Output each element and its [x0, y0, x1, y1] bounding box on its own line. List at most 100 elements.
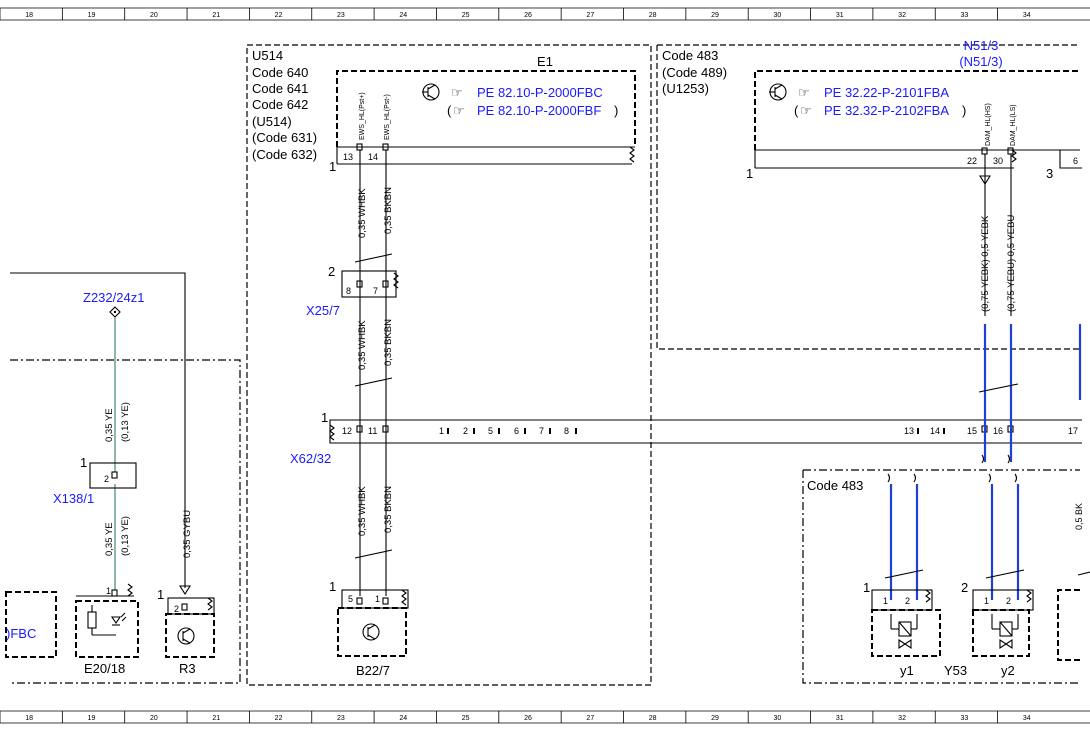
ruler-cell-label: 18: [25, 715, 33, 722]
x25-label[interactable]: X25/7: [306, 303, 340, 318]
code483-code-list: Code 483 (Code 489) (U1253): [662, 48, 727, 96]
n51-title[interactable]: N51/3: [964, 38, 999, 53]
u514-region-box: [246, 44, 652, 686]
n51-title-alt[interactable]: (N51/3): [959, 54, 1002, 69]
b22-pin: 1: [375, 594, 380, 604]
x62-32-connector[interactable]: 1 X62/32 12 11 1 2 5 6 7 8 13 14 15 16 1…: [290, 410, 1082, 466]
wire-color-label: 0,35 YE: [104, 522, 115, 556]
b22-connector-number: 1: [329, 579, 336, 594]
code483-code: (Code 489): [662, 65, 727, 80]
ruler-cell-label: 20: [150, 12, 158, 19]
wire-color-label: 0,35 BKBN: [383, 486, 394, 533]
x62-pin: 14: [930, 426, 940, 436]
hand-pointer-icon: ☞: [451, 85, 463, 100]
paren: ): [962, 103, 966, 118]
ruler-cell-label: 21: [212, 715, 220, 722]
e1-reference-link[interactable]: PE 82.10-P-2000FBF: [477, 103, 601, 118]
b22-pin: 5: [348, 594, 353, 604]
u514-code-list: U514 Code 640 Code 641 Code 642 (U514) (…: [252, 48, 317, 162]
diode-icon: [110, 612, 127, 626]
u514-code: (Code 632): [252, 147, 317, 162]
x138-1-connector[interactable]: 2 1 X138/1: [53, 455, 137, 506]
y53-pin: 1: [984, 596, 989, 606]
hand-pointer-icon: ☞: [453, 103, 465, 118]
code483-region-box: [656, 44, 1080, 350]
code483-code: (U1253): [662, 81, 709, 96]
r3-label: R3: [179, 661, 196, 676]
x25-7-connector[interactable]: 2 8 7 X25/7: [306, 264, 399, 318]
ruler-cell-label: 32: [898, 12, 906, 19]
n51-reference-link[interactable]: PE 32.32-P-2102FBA: [824, 103, 949, 118]
x138-pin: 2: [104, 474, 109, 484]
u514-code: (U514): [252, 114, 292, 129]
paren: (: [794, 103, 799, 118]
x62-connector-number: 1: [321, 410, 328, 425]
e1-pin: 13: [343, 152, 353, 162]
ruler-cell-label: 22: [275, 715, 283, 722]
x62-pin: 5: [488, 426, 493, 436]
b22-7-sensor[interactable]: 1 5 1 B22/7: [329, 579, 409, 678]
x25-pin: 7: [373, 286, 378, 296]
x62-pin: 13: [904, 426, 914, 436]
r3-component[interactable]: 2 1 R3: [157, 587, 215, 676]
x62-pin: 8: [564, 426, 569, 436]
solenoid-valve-icon: [890, 614, 918, 650]
paren: ): [614, 103, 618, 118]
y53-valve-y2[interactable]: 2 1 2 y2: [961, 473, 1034, 678]
x138-connector-number: 1: [80, 455, 87, 470]
wire-color-label: (0,13 YE): [120, 402, 131, 442]
ruler-cell-label: 33: [961, 12, 969, 19]
x25-connector-number: 2: [328, 264, 335, 279]
y53-y2-label: y2: [1001, 663, 1015, 678]
e20-18-component[interactable]: 1 E20/18: [75, 583, 139, 676]
paren: (: [447, 103, 452, 118]
ruler-cell-label: 30: [773, 715, 781, 722]
ruler-cell-label: 23: [337, 12, 345, 19]
e1-title: E1: [537, 54, 553, 69]
x62-pin: 1: [439, 426, 444, 436]
ruler-cell-label: 21: [212, 12, 220, 19]
n51-signal-label: DAM_HL(HS): [985, 103, 992, 146]
x138-label[interactable]: X138/1: [53, 491, 94, 506]
ruler-cell-label: 33: [961, 715, 969, 722]
e1-signal-label: EWS_HL(Pst+): [359, 92, 366, 140]
transistor-icon: [769, 83, 787, 101]
ruler-cell-label: 29: [711, 715, 719, 722]
left-partial-box: [5, 591, 57, 658]
n51-reference-link[interactable]: PE 32.22-P-2101FBA: [824, 85, 949, 100]
wire-color-label: 0,35 GYBU: [182, 510, 193, 558]
edge-wire-label: 0,5 BK: [1074, 503, 1084, 530]
resistor-icon: [87, 611, 97, 629]
y53-code-label: Code 483: [807, 478, 863, 493]
n51-pin: 22: [967, 156, 977, 166]
z232-label[interactable]: Z232/24z1: [83, 290, 144, 305]
u514-code: Code 641: [252, 81, 308, 96]
hand-pointer-icon: ☞: [800, 103, 812, 118]
y53-valve-y1[interactable]: 1 1 2 y1: [863, 473, 941, 678]
x62-pin: 11: [368, 426, 377, 436]
wire-color-label: (0,75 YEBU) 0,5 YEBU: [1006, 215, 1017, 312]
b22-label: B22/7: [356, 663, 390, 678]
ruler-cell-label: 32: [898, 715, 906, 722]
y53-connector-number: 1: [863, 580, 870, 595]
left-partial-reference[interactable]: )FBC: [6, 626, 36, 641]
e1-pin: 14: [368, 152, 378, 162]
wire-color-label: 0,35 YE: [104, 408, 115, 442]
x62-label[interactable]: X62/32: [290, 451, 331, 466]
e1-signal-label: EWS_HL(Pst-): [384, 94, 391, 140]
ruler-cell-label: 22: [275, 12, 283, 19]
ruler-cell-label: 30: [773, 12, 781, 19]
x62-pin: 7: [539, 426, 544, 436]
ruler-cell-label: 34: [1023, 12, 1031, 19]
e1-reference-link[interactable]: PE 82.10-P-2000FBC: [477, 85, 603, 100]
ruler-cell-label: 27: [586, 715, 594, 722]
z232-splice-icon: [109, 306, 121, 318]
wire-color-label: 0,35 WHBK: [357, 486, 368, 536]
y53-pin: 1: [883, 596, 888, 606]
u514-code: U514: [252, 48, 283, 63]
y53-y1-label: y1: [900, 663, 914, 678]
e1-box: [336, 70, 636, 147]
